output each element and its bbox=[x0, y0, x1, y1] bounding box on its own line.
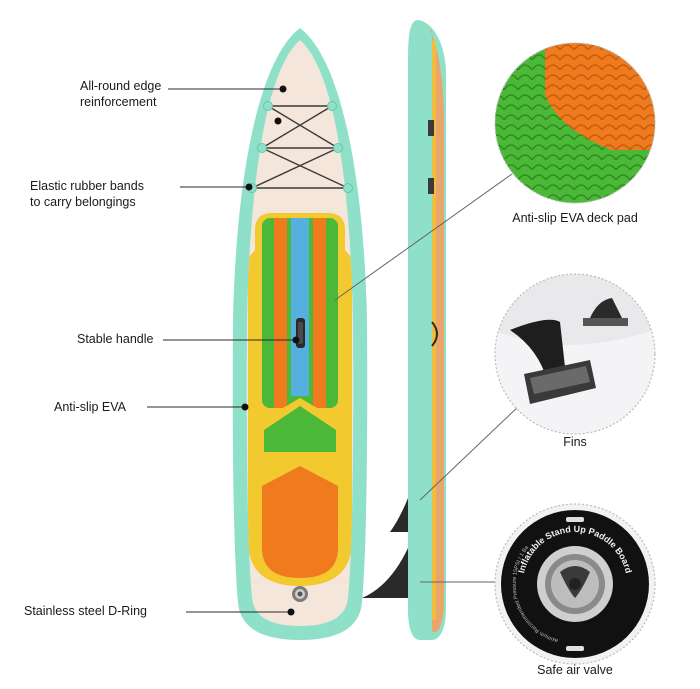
label-deck-pad: Anti-slip EVA deck pad bbox=[512, 211, 638, 225]
label-stable-handle: Stable handle bbox=[77, 332, 154, 346]
d-ring bbox=[292, 586, 308, 602]
board-side bbox=[362, 20, 446, 640]
label-edge-reinforcement: All-round edge reinforcement bbox=[80, 79, 162, 109]
deck-pad-closeup bbox=[494, 42, 656, 204]
label-d-ring: Stainless steel D-Ring bbox=[24, 604, 147, 618]
eva-deck-pad bbox=[248, 213, 352, 586]
callout-lines bbox=[147, 88, 296, 613]
label-fins: Fins bbox=[563, 435, 587, 449]
side-fin-large bbox=[362, 548, 408, 598]
label-anti-slip-eva: Anti-slip EVA bbox=[54, 400, 127, 414]
fins-closeup bbox=[494, 273, 656, 435]
label-air-valve: Safe air valve bbox=[537, 663, 613, 677]
elastic-bungee-cords bbox=[251, 105, 349, 189]
board-front bbox=[232, 28, 368, 640]
callout-dots bbox=[241, 85, 300, 616]
label-rubber-bands: Elastic rubber bands to carry belongings bbox=[30, 179, 144, 209]
side-fin-small bbox=[390, 498, 408, 532]
carry-handle bbox=[296, 318, 305, 348]
